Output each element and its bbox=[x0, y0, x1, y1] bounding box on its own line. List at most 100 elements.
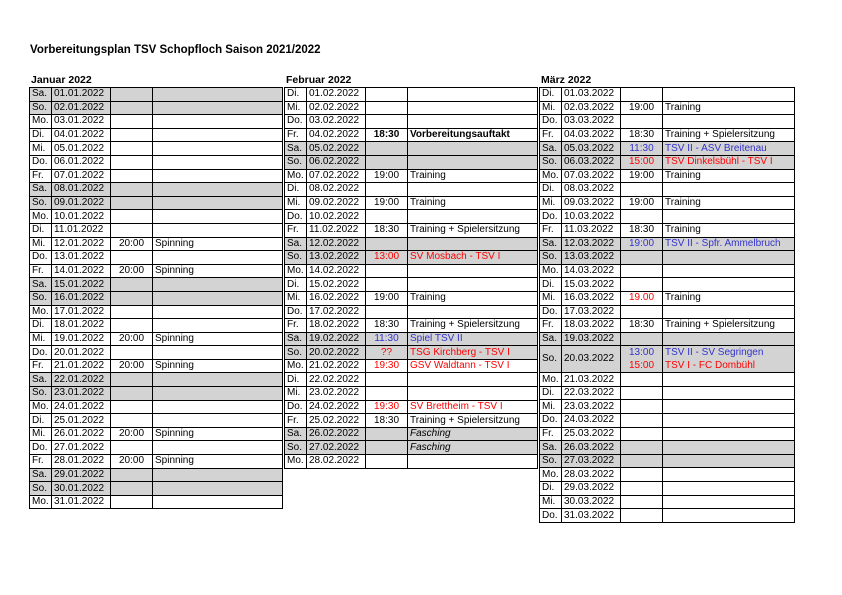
time-cell: 18:30 bbox=[365, 222, 408, 238]
event-cell: Training + Spielersitzung bbox=[662, 127, 795, 143]
time-line: 15:00 bbox=[628, 360, 655, 372]
calendar-row: Mo.17.01.2022 bbox=[29, 304, 283, 320]
date-cell: 01.01.2022 bbox=[51, 87, 111, 102]
date-cell: 09.01.2022 bbox=[51, 195, 111, 211]
date-cell: 26.01.2022 bbox=[51, 426, 111, 442]
weekday-cell: So. bbox=[539, 453, 562, 469]
event-cell bbox=[662, 453, 795, 469]
date-cell: 14.02.2022 bbox=[306, 263, 366, 279]
calendar-row: Fr.07.01.2022 bbox=[29, 168, 283, 184]
time-cell bbox=[110, 290, 153, 306]
time-cell bbox=[365, 154, 408, 170]
time-cell: 19:00 bbox=[365, 290, 408, 306]
date-cell: 28.03.2022 bbox=[561, 467, 621, 483]
calendar-row: Di.18.01.2022 bbox=[29, 318, 283, 333]
event-cell bbox=[152, 290, 283, 306]
time-cell bbox=[620, 399, 663, 415]
event-cell: Spinning bbox=[152, 263, 283, 279]
event-cell: Spinning bbox=[152, 358, 283, 374]
date-cell: 21.02.2022 bbox=[306, 358, 366, 374]
event-cell bbox=[662, 250, 795, 265]
event-cell: Fasching bbox=[407, 426, 538, 442]
calendar-row: Di.25.01.2022 bbox=[29, 413, 283, 428]
event-cell: Spiel TSV II bbox=[407, 331, 538, 347]
event-cell: SV Brettheim - TSV I bbox=[407, 399, 538, 415]
event-cell bbox=[152, 481, 283, 496]
time-cell bbox=[110, 372, 153, 388]
weekday-cell: Mi. bbox=[284, 195, 307, 211]
event-cell bbox=[152, 345, 283, 360]
weekday-cell: Mi. bbox=[29, 331, 52, 347]
weekday-cell: Fr. bbox=[284, 413, 307, 428]
event-cell: TSV II - Spfr. Ammelbruch bbox=[662, 236, 795, 252]
event-cell bbox=[662, 304, 795, 320]
date-cell: 10.02.2022 bbox=[306, 209, 366, 224]
event-cell bbox=[152, 318, 283, 333]
event-cell bbox=[407, 386, 538, 401]
time-cell bbox=[110, 114, 153, 129]
calendar-row: Sa.08.01.2022 bbox=[29, 182, 283, 197]
event-cell bbox=[407, 141, 538, 156]
calendar-row: Mo.31.01.2022 bbox=[29, 494, 283, 510]
weekday-cell: Sa. bbox=[29, 467, 52, 483]
time-cell: ?? bbox=[365, 345, 408, 360]
event-cell bbox=[152, 168, 283, 184]
weekday-cell: So. bbox=[539, 345, 562, 374]
weekday-cell: Fr. bbox=[284, 222, 307, 238]
time-cell bbox=[620, 494, 663, 510]
weekday-cell: Di. bbox=[29, 127, 52, 143]
time-cell: 19:00 bbox=[620, 195, 663, 211]
time-cell bbox=[110, 494, 153, 510]
weekday-cell: Sa. bbox=[284, 236, 307, 252]
weekday-cell: So. bbox=[29, 100, 52, 116]
time-cell bbox=[110, 209, 153, 224]
time-cell bbox=[365, 426, 408, 442]
event-cell: Training bbox=[662, 168, 795, 184]
event-cell bbox=[152, 141, 283, 156]
event-cell bbox=[152, 494, 283, 510]
date-cell: 25.03.2022 bbox=[561, 426, 621, 442]
weekday-cell: Do. bbox=[284, 304, 307, 320]
calendar-row: So.09.01.2022 bbox=[29, 195, 283, 211]
weekday-cell: Do. bbox=[284, 399, 307, 415]
event-cell bbox=[152, 100, 283, 116]
weekday-cell: So. bbox=[284, 345, 307, 360]
calendar-row: Di.11.01.2022 bbox=[29, 222, 283, 238]
time-cell: 20:00 bbox=[110, 426, 153, 442]
weekday-cell: Sa. bbox=[284, 426, 307, 442]
calendar-row: Di.15.03.2022 bbox=[539, 277, 795, 292]
weekday-cell: Do. bbox=[539, 114, 562, 129]
event-cell bbox=[662, 413, 795, 428]
event-cell bbox=[407, 209, 538, 224]
weekday-cell: Mi. bbox=[539, 195, 562, 211]
weekday-cell: Mi. bbox=[539, 494, 562, 510]
weekday-cell: Mi. bbox=[29, 426, 52, 442]
calendar-row: So.30.01.2022 bbox=[29, 481, 283, 496]
event-cell bbox=[662, 481, 795, 496]
time-cell: 19:00 bbox=[365, 195, 408, 211]
date-cell: 08.01.2022 bbox=[51, 182, 111, 197]
time-cell bbox=[365, 440, 408, 456]
weekday-cell: Mo. bbox=[539, 168, 562, 184]
calendar-row: Sa.26.03.2022 bbox=[539, 440, 795, 455]
weekday-cell: Di. bbox=[284, 277, 307, 292]
event-cell bbox=[662, 399, 795, 415]
event-cell bbox=[662, 508, 795, 523]
date-cell: 02.01.2022 bbox=[51, 100, 111, 116]
calendar-row: So.06.02.2022 bbox=[284, 154, 538, 170]
calendar-row: Sa.12.02.2022 bbox=[284, 236, 538, 252]
calendar-row: Di.22.03.2022 bbox=[539, 385, 795, 401]
event-cell bbox=[407, 263, 538, 279]
time-cell bbox=[365, 100, 408, 116]
time-cell bbox=[620, 508, 663, 523]
weekday-cell: Mi. bbox=[29, 236, 52, 252]
time-cell bbox=[110, 127, 153, 143]
weekday-cell: Mi. bbox=[284, 100, 307, 116]
calendar-row: Di.08.03.2022 bbox=[539, 182, 795, 197]
